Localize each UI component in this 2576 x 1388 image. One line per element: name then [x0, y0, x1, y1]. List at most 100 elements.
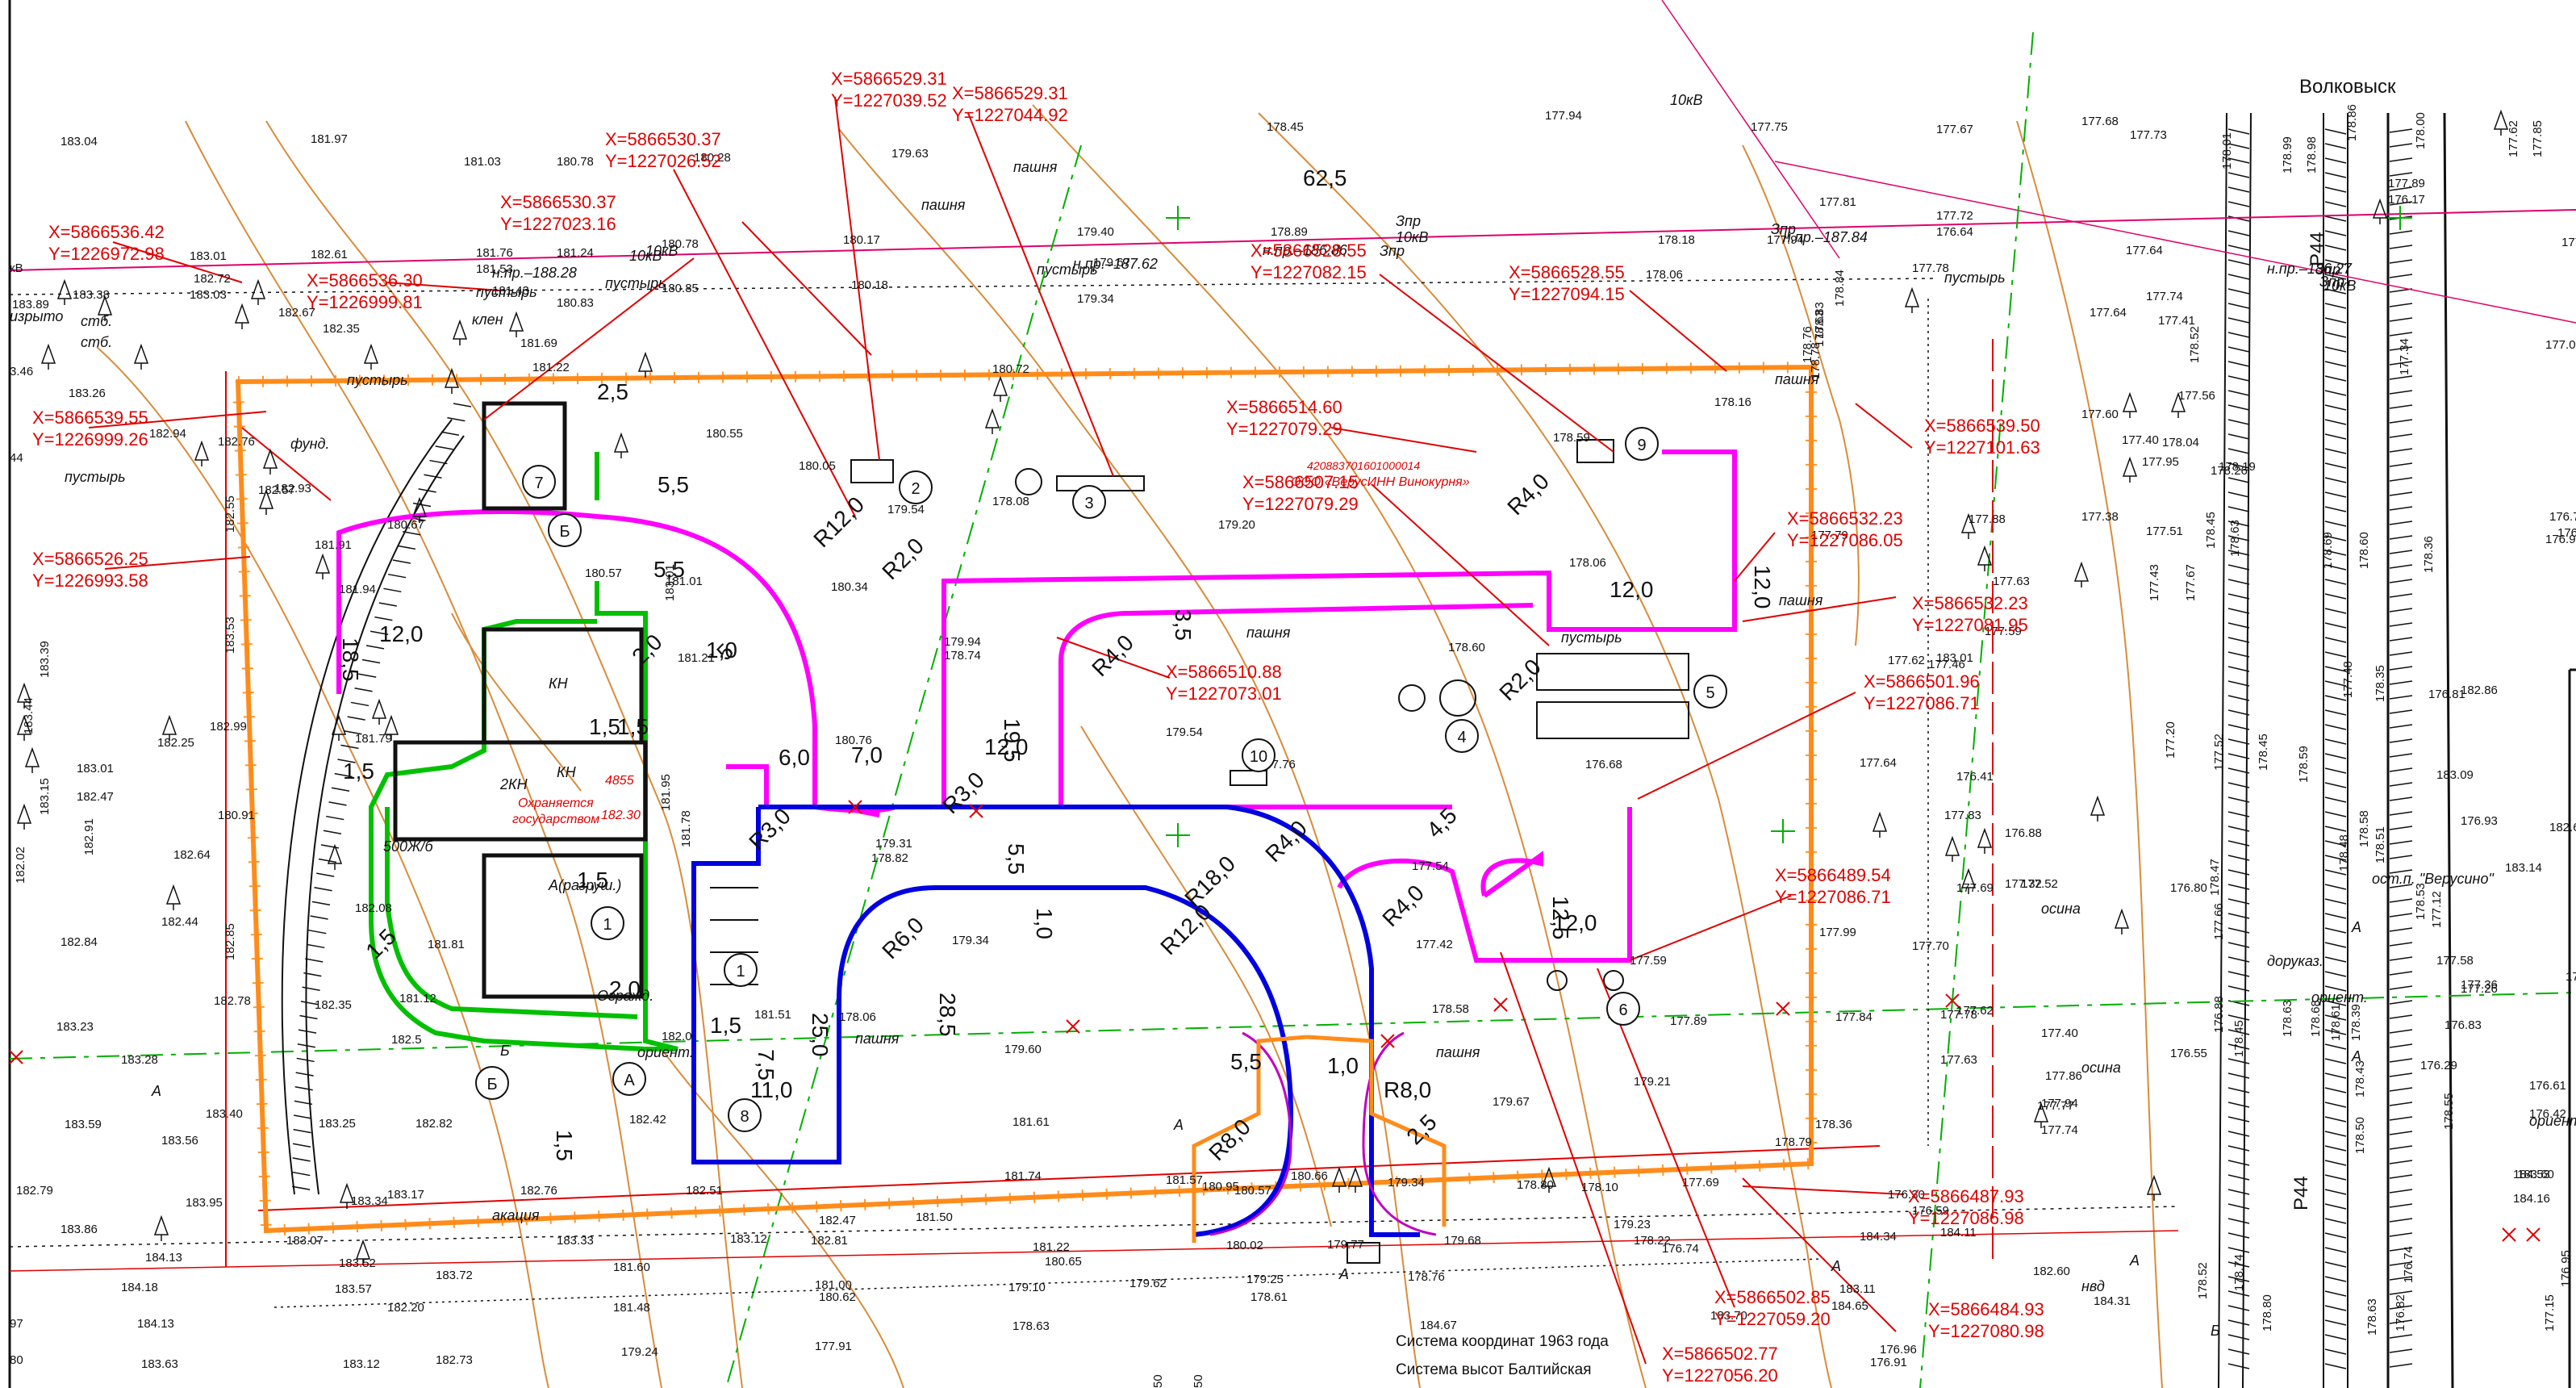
edge-label: кВ — [10, 261, 23, 275]
spot-elevation: 179.54 — [1166, 725, 1203, 739]
edge-label: 178.86 — [2345, 104, 2359, 141]
terrain-label: пашня — [1013, 159, 1058, 175]
spot-elevation: 179.10 — [1008, 1281, 1046, 1294]
spot-elevation: 177.73 — [2130, 128, 2167, 142]
edge-label: 178.99 — [2281, 136, 2294, 174]
marker-circle — [1625, 427, 1659, 461]
dimension-label: 1,0 — [706, 638, 737, 663]
dimension-label: 12,0 — [984, 734, 1029, 759]
spot-elevation: 177.63 — [1940, 1053, 1977, 1067]
coordinate-y-label: Y=1227082.15 — [1250, 262, 1367, 282]
edge-label: 176.74 — [2402, 1246, 2415, 1283]
edge-label: 178.78 — [1809, 342, 1822, 379]
spot-elevation: 180.17 — [843, 233, 880, 247]
spot-elevation: 181.76 — [476, 246, 513, 260]
heritage-note-3: 4855 — [605, 774, 634, 788]
spot-elevation: 180.02 — [1226, 1239, 1263, 1252]
edge-label: 178.68 — [2309, 1000, 2323, 1037]
terrain-label: Б — [500, 1043, 510, 1059]
spot-elevation: 178.06 — [1646, 268, 1683, 282]
green-crosses — [1166, 206, 2412, 847]
spot-elevation: 177.46 — [1928, 658, 1965, 671]
spot-elevation: 180.05 — [799, 459, 836, 473]
spot-elevation: 179.31 — [875, 837, 912, 851]
coordinate-x-label: X=5866532.23 — [1912, 593, 2028, 613]
spot-elevation: 181.12 — [399, 992, 436, 1005]
spot-elevation: 179.23 — [1614, 1218, 1651, 1231]
spot-elevation: 179.60 — [1004, 1043, 1042, 1056]
coordinate-x-label: X=5866510.88 — [1166, 662, 1282, 682]
spot-elevation: 179.67 — [1093, 256, 1130, 270]
town-label: Волковыск — [2299, 76, 2396, 98]
spot-elevation: 183.86 — [61, 1223, 98, 1236]
edge-label: 178.63 — [2228, 520, 2242, 557]
terrain-label: А — [151, 1083, 161, 1099]
spot-elevation: 176.29 — [2420, 1059, 2457, 1072]
edge-label: 176.95 — [2559, 1250, 2573, 1287]
spot-elevation: 176.93 — [2545, 533, 2576, 546]
edge-label: 177.66 — [2212, 903, 2226, 940]
spot-elevation: 183.03 — [190, 288, 227, 302]
spot-elevation: 184.67 — [1420, 1319, 1457, 1332]
spot-elevation: 182.44 — [161, 915, 198, 929]
spot-elevation: 184.53 — [2513, 1168, 2550, 1181]
spot-elevation: 177.89 — [2388, 177, 2425, 190]
company-id: 420883701601000014 — [1307, 459, 1420, 472]
terrain-label: ориент. — [2311, 989, 2368, 1005]
edge-label: 177.20 — [2164, 721, 2177, 759]
edge-label: 183.53 — [223, 617, 237, 654]
spot-elevation: 178.59 — [1553, 431, 1590, 445]
edge-label: 178.76 — [1801, 326, 1814, 363]
edge-label: 182.02 — [14, 847, 27, 884]
spot-elevation: 182.66 — [2549, 821, 2576, 834]
building-zone — [369, 452, 678, 1051]
spot-elevation: 177.64 — [2090, 306, 2127, 320]
edge-label: 177.67 — [2184, 564, 2198, 601]
terrain-label: стб. — [81, 334, 112, 350]
terrain-label: 500Ж/б — [383, 838, 434, 855]
dimension-label: 1,5 — [589, 714, 620, 739]
spot-elevation: 180.66 — [1291, 1169, 1328, 1183]
edge-label: 178.55 — [2442, 1093, 2456, 1130]
terrain-label: фунд. — [290, 436, 330, 452]
spot-elevation: 181.48 — [613, 1301, 650, 1315]
spot-elevation: 177.58 — [2436, 954, 2474, 968]
edge-label: 50 — [1151, 1374, 1165, 1388]
dimension-label: 62,5 — [1303, 165, 1347, 190]
spot-elevation: 183.63 — [141, 1357, 178, 1371]
spot-elevation: 176.81 — [2428, 688, 2465, 701]
spot-elevation: 181.24 — [557, 246, 594, 260]
spot-elevation: 179.77 — [1327, 1238, 1364, 1252]
edge-label: 178.45 — [2232, 1020, 2246, 1057]
edge-label: 178.74 — [2232, 1254, 2246, 1291]
spot-elevation: 180.72 — [992, 362, 1029, 376]
well-circles — [1015, 468, 1624, 991]
spot-elevation: 183.95 — [186, 1196, 223, 1210]
spot-elevation: 180.76 — [835, 734, 872, 747]
edge-label: 178.45 — [2204, 512, 2218, 549]
height-system-label: Система высот Балтийская — [1396, 1361, 1592, 1378]
marker-circle — [1242, 738, 1275, 772]
spot-elevation: 179.40 — [1077, 225, 1114, 239]
marker-number: 2 — [911, 480, 920, 498]
spot-elevation: 183.12 — [730, 1232, 767, 1246]
coord-system-label: Система координат 1963 года — [1396, 1333, 1609, 1350]
edge-label: 176.93 — [2566, 970, 2576, 984]
spot-elevation: 182.78 — [214, 994, 251, 1008]
spot-elevation: 183.33 — [557, 1234, 594, 1248]
spot-elevation: 177.77 — [2037, 1099, 2074, 1113]
terrain-label: А — [1338, 1266, 1349, 1282]
spot-elevation: 183.60 — [2517, 1168, 2554, 1181]
dimension-label: 5,5 — [1004, 843, 1029, 875]
marker-circle — [724, 953, 758, 987]
dimension-label: 25,0 — [808, 1013, 833, 1057]
spot-elevation: 177.40 — [2122, 433, 2159, 447]
coordinate-x-label: X=5866502.85 — [1714, 1287, 1831, 1307]
terrain-label: 2КН — [499, 776, 528, 792]
marker-number: Б — [486, 1076, 497, 1093]
terrain-label: пустырь — [347, 372, 408, 388]
road-label-2: Р44 — [2290, 1176, 2312, 1210]
spot-elevation: 181.22 — [1033, 1240, 1070, 1254]
marker-circle — [1693, 675, 1727, 709]
heritage-note-4: 182.30 — [601, 809, 641, 822]
